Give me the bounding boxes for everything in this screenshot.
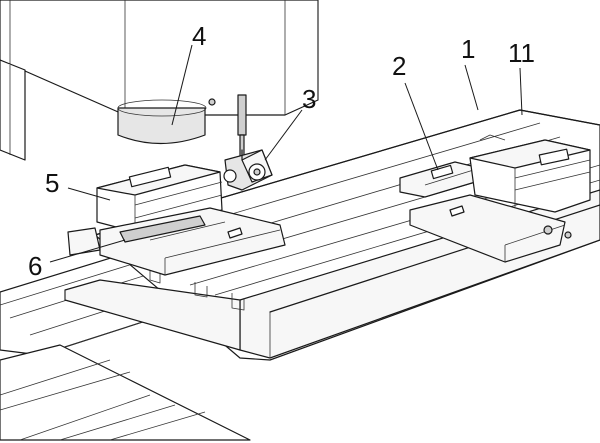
label-1: 1 [461,34,475,64]
label-6: 6 [28,251,42,281]
right-fixture [399,134,591,263]
label-11: 11 [508,38,535,68]
leader-11 [519,67,523,116]
left-fixture [96,164,286,276]
leader-6 [49,239,126,263]
part-labels: 1 11 2 3 4 5 6 [28,21,535,281]
leader-5 [67,187,111,201]
label-5: 5 [45,168,59,198]
leader-4 [171,44,193,126]
leader-3 [264,109,303,161]
probe [223,149,273,191]
leader-2 [404,82,439,171]
label-4: 4 [192,21,206,51]
leader-lines [49,44,523,263]
label-3: 3 [302,84,316,114]
leader-1 [464,64,479,111]
label-2: 2 [392,51,406,81]
spindle-housing [0,0,319,161]
